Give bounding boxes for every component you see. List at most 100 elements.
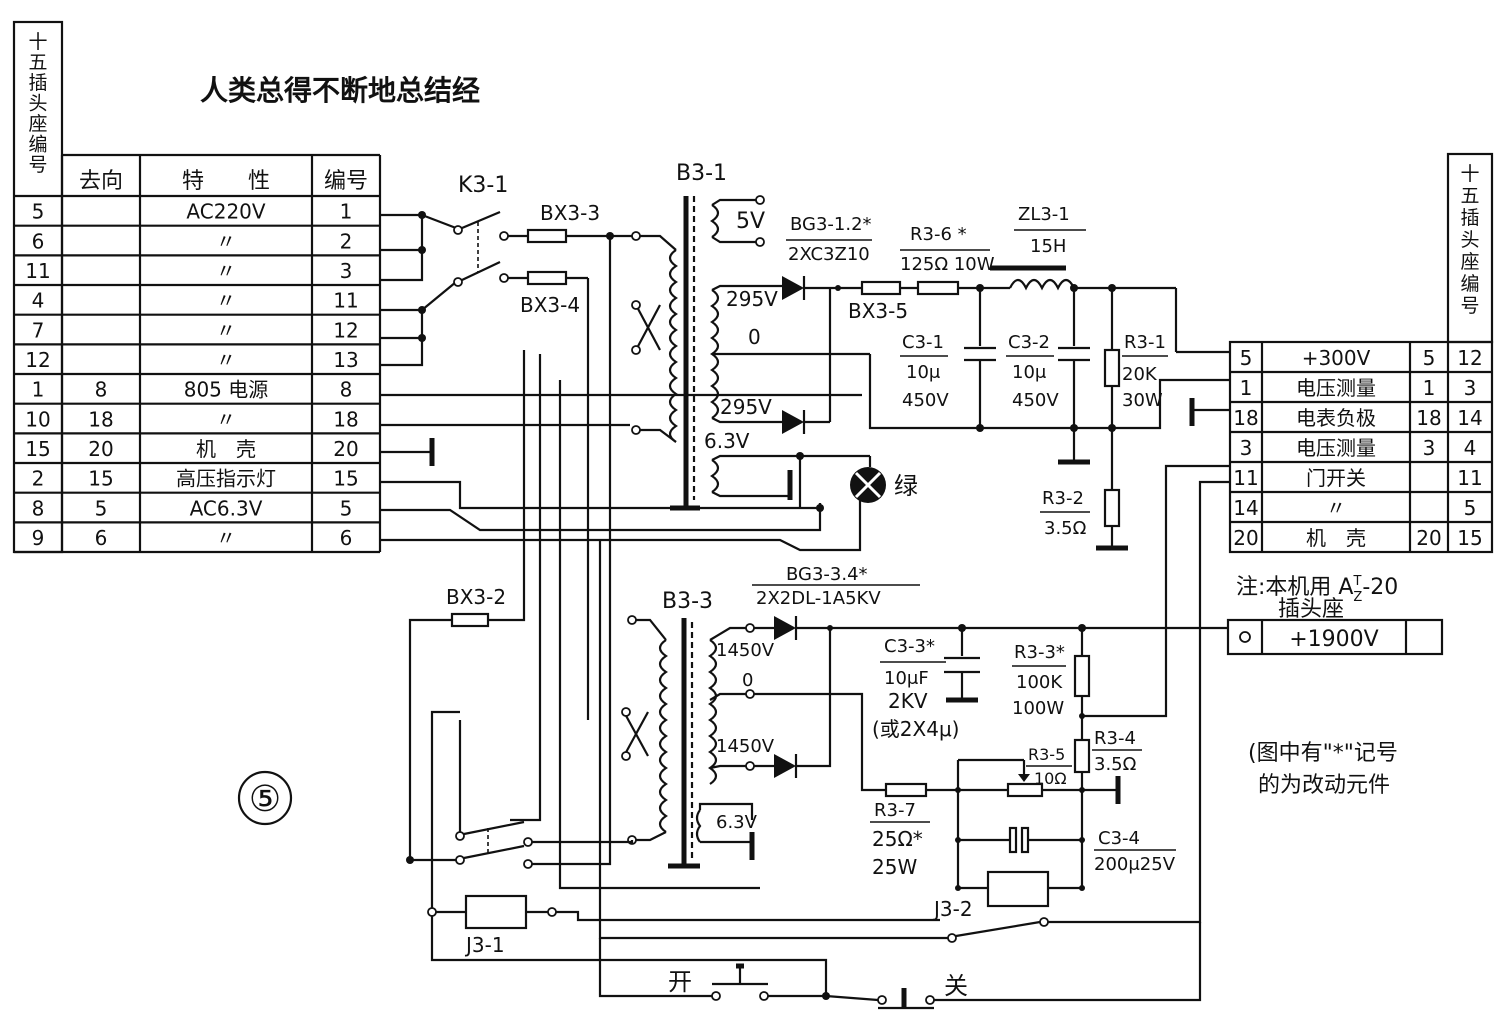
left-row-pin: 11 [25, 259, 50, 283]
left-row-char: 〃 [216, 407, 236, 431]
svg-text:(或2X4μ): (或2X4μ) [872, 717, 959, 741]
svg-text:20K: 20K [1122, 364, 1158, 385]
right-row-pin: 18 [1233, 406, 1258, 430]
hv-section: BX3-2 B3-3 1450V 0 1450V 6.3V BG3-3.4* 2… [406, 350, 1230, 1010]
svg-text:R3-4: R3-4 [1094, 728, 1136, 749]
figure-number: ⑤ [237, 770, 293, 826]
capacitor-c32: C3-2 10μ 450V [1006, 288, 1090, 465]
svg-text:125Ω 10W: 125Ω 10W [900, 254, 995, 275]
right-header-char: 编 [1460, 273, 1479, 295]
svg-text:R3-3*: R3-3* [1014, 642, 1065, 663]
right-row-char: +300V [1302, 346, 1371, 370]
left-row-num: 8 [340, 378, 353, 402]
left-row-num: 3 [340, 259, 353, 283]
left-row-char: 805 电源 [184, 378, 269, 402]
svg-text:5V: 5V [736, 209, 765, 234]
right-row-a: 3 [1423, 436, 1436, 460]
left-row-pin: 12 [25, 348, 50, 372]
right-row-char: 门开关 [1306, 466, 1366, 490]
svg-text:6.3V: 6.3V [716, 812, 758, 833]
right-row-a: 18 [1416, 406, 1441, 430]
indicator-lamp: 绿 [850, 467, 918, 503]
left-row-pin: 5 [32, 200, 45, 224]
right-row-a: 5 [1423, 346, 1436, 370]
left-header-char: 座 [28, 113, 47, 135]
left-row-dir: 5 [95, 496, 108, 520]
svg-text:0: 0 [742, 670, 753, 691]
hv-socket [1226, 618, 1444, 656]
right-row-char: 机 壳 [1306, 526, 1366, 550]
svg-text:2KV: 2KV [888, 689, 928, 713]
left-row-dir: 15 [88, 467, 113, 491]
left-row-pin: 6 [32, 229, 45, 253]
left-row-char: 〃 [216, 348, 236, 372]
left-row-char: 〃 [216, 526, 236, 550]
left-row-pin: 9 [32, 526, 45, 550]
left-col-num-header: 编号 [324, 169, 368, 194]
svg-text:25Ω*: 25Ω* [872, 827, 923, 851]
left-header-char: 编 [28, 134, 47, 156]
left-row-char: 高压指示灯 [176, 467, 276, 491]
left-row-pin: 8 [32, 496, 45, 520]
svg-text:BG3-1.2*: BG3-1.2* [790, 214, 872, 235]
right-row-b: 5 [1464, 496, 1477, 520]
svg-text:开: 开 [668, 968, 692, 996]
left-row-num: 2 [340, 229, 353, 253]
right-header-char: 插 [1460, 207, 1479, 229]
left-row-num: 5 [340, 496, 353, 520]
diodes-bg312: BG3-1.2* 2XC3Z10 [782, 214, 872, 434]
right-header-char: 五 [1460, 185, 1479, 207]
svg-text:R3-5: R3-5 [1028, 745, 1065, 764]
right-header-char: 头 [1460, 229, 1479, 251]
resistor-r31: R3-1 20K 30W [1103, 288, 1168, 490]
svg-text:2X2DL-1A5KV: 2X2DL-1A5KV [756, 588, 881, 609]
right-row-pin: 14 [1233, 496, 1258, 520]
right-row-pin: 11 [1233, 466, 1258, 490]
svg-text:BX3-2: BX3-2 [446, 585, 506, 609]
svg-text:K3-1: K3-1 [458, 173, 508, 198]
left-row-char: AC220V [186, 200, 265, 224]
svg-text:J3-1: J3-1 [464, 933, 505, 957]
right-row-pin: 1 [1240, 376, 1253, 400]
right-row-char: 电压测量 [1296, 376, 1376, 400]
svg-text:R3-6 *: R3-6 * [910, 224, 967, 245]
svg-text:295V: 295V [726, 287, 778, 311]
right-row-char: 〃 [1326, 496, 1346, 520]
right-row-b: 3 [1464, 376, 1477, 400]
right-row-a: 20 [1416, 526, 1441, 550]
capacitor-c31: C3-1 10μ 450V [900, 288, 996, 428]
svg-text:10μF: 10μF [884, 668, 929, 689]
fuse-bx33 [526, 228, 568, 244]
svg-text:3.5Ω: 3.5Ω [1044, 518, 1087, 539]
left-row-pin: 15 [25, 437, 50, 461]
svg-text:1450V: 1450V [716, 640, 775, 661]
svg-text:10μ: 10μ [906, 362, 941, 383]
svg-text:R3-2: R3-2 [1042, 488, 1084, 509]
right-row-b: 12 [1457, 346, 1482, 370]
svg-text:100K: 100K [1016, 672, 1063, 693]
hv-output-label: +1900V [1289, 627, 1378, 652]
left-row-pin: 1 [32, 378, 45, 402]
left-header-char: 五 [28, 52, 47, 74]
right-row-char: 电表负极 [1296, 406, 1376, 430]
left-row-num: 18 [333, 407, 358, 431]
svg-text:BX3-5: BX3-5 [848, 299, 908, 323]
left-row-num: 13 [333, 348, 358, 372]
modified-note-line2: 的为改动元件 [1258, 773, 1390, 798]
choke-zl31: ZL3-1 15H [990, 204, 1086, 291]
svg-text:25W: 25W [872, 855, 917, 879]
right-row-b: 4 [1464, 436, 1477, 460]
left-row-dir: 8 [95, 378, 108, 402]
right-row-pin: 20 [1233, 526, 1258, 550]
left-header-char: 号 [28, 154, 47, 176]
svg-text:100W: 100W [1012, 698, 1064, 719]
left-row-pin: 4 [32, 289, 45, 313]
svg-text:ZL3-1: ZL3-1 [1018, 204, 1070, 225]
right-header-char: 十 [1460, 163, 1479, 185]
svg-text:R3-7: R3-7 [874, 800, 916, 821]
svg-text:6.3V: 6.3V [704, 429, 750, 453]
left-row-pin: 10 [25, 407, 50, 431]
svg-text:B3-1: B3-1 [676, 161, 727, 186]
